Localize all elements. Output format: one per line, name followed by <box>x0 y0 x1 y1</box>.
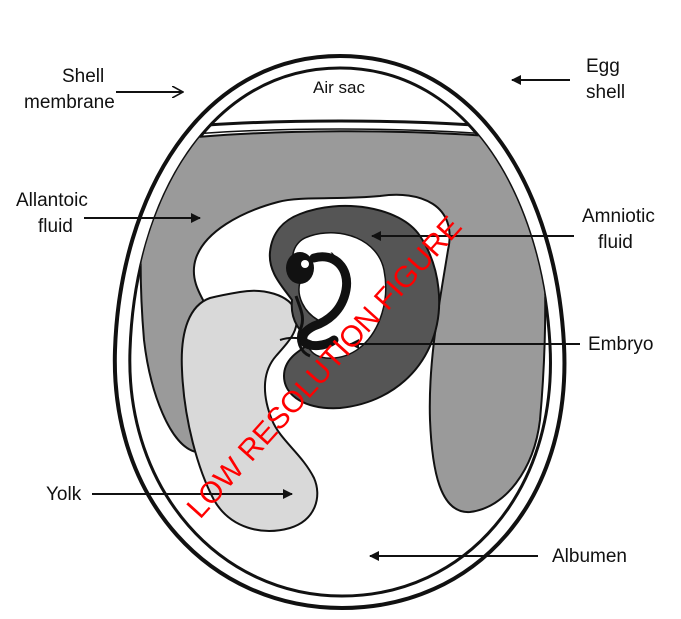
yolk-label: Yolk <box>46 484 82 505</box>
air-sac-label: Air sac <box>313 78 365 97</box>
shell-membrane-label-line1: Shell <box>62 66 104 87</box>
svg-text:›: › <box>330 245 336 264</box>
egg-shell-label-line1: Egg <box>586 56 620 77</box>
albumen-label: Albumen <box>552 546 627 567</box>
amniotic-fluid-label-line2: fluid <box>598 232 633 253</box>
allantoic-fluid-label-line2: fluid <box>38 216 73 237</box>
allantoic-fluid-label-line1: Allantoic <box>16 190 88 211</box>
egg-shell-label-line2: shell <box>586 82 625 103</box>
embryo-label: Embryo <box>588 334 653 355</box>
amniotic-fluid-label-line1: Amniotic <box>582 206 655 227</box>
shell-membrane-label-line2: membrane <box>24 92 115 113</box>
